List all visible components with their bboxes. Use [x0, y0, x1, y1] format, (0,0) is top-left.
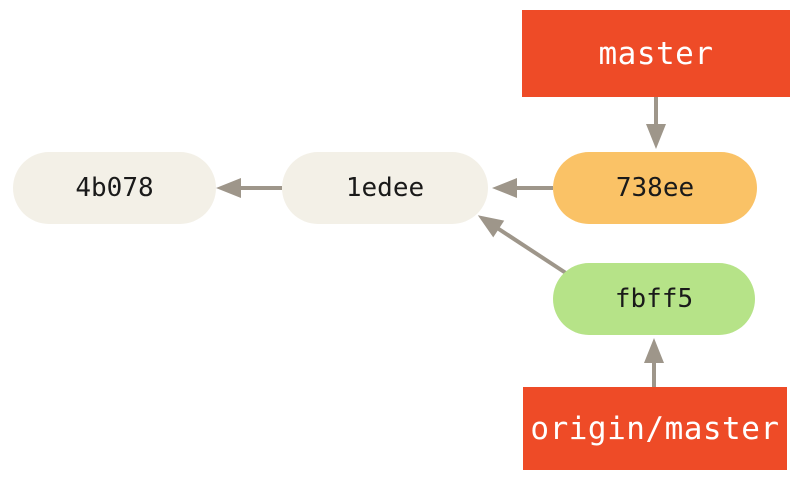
commit-node-4b078: 4b078 — [13, 152, 216, 224]
arrow-fbff5-to-1edee — [477, 215, 577, 281]
branch-label-master: master — [522, 10, 790, 97]
commit-node-1edee: 1edee — [282, 152, 488, 224]
commit-node-fbff5: fbff5 — [553, 263, 755, 335]
commit-node-738ee: 738ee — [553, 152, 757, 224]
branch-label-origin-master: origin/master — [523, 387, 787, 470]
